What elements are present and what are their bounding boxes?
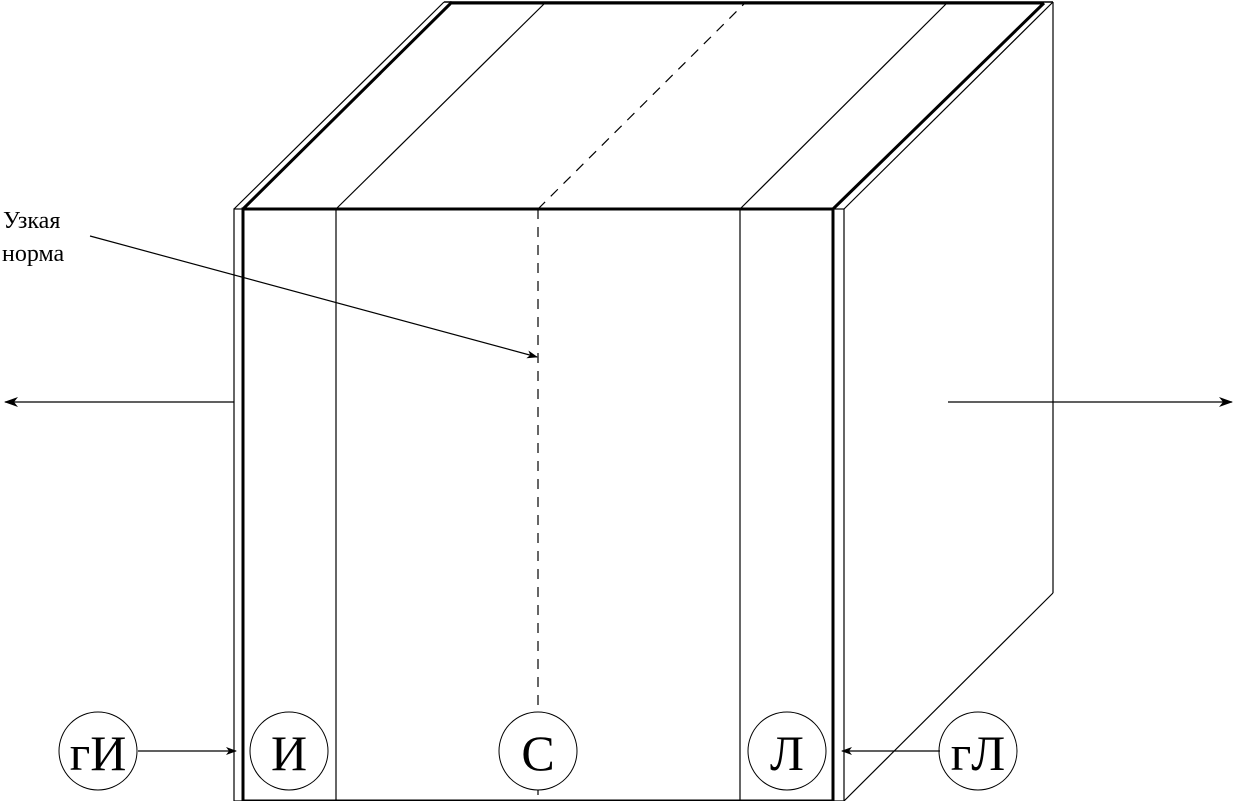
top-edge-right-inner	[831, 1, 1046, 211]
top-divider-i	[335, 1, 547, 210]
top-edge-right-outer	[843, 1, 1054, 210]
annotation-line2: норма	[2, 241, 65, 267]
label-l: Л	[770, 725, 804, 781]
label-i-group: И	[249, 711, 329, 791]
annotation-leader	[89, 235, 538, 359]
label-gl: гЛ	[951, 725, 1005, 781]
label-s-group: С	[498, 711, 578, 791]
right-bottom-edge	[843, 592, 1054, 801]
label-i: И	[271, 725, 307, 781]
label-l-group: Л	[747, 711, 827, 791]
annotation-line1: Узкая	[3, 208, 60, 234]
label-gi: гИ	[70, 725, 127, 781]
top-divider-l	[739, 1, 949, 210]
label-s: С	[521, 725, 554, 781]
top-edge-left-outer	[233, 1, 445, 210]
top-divider-center-dashed	[537, 1, 747, 210]
label-gl-group: гЛ	[938, 711, 1018, 791]
top-edge-left-inner	[241, 0, 454, 211]
label-gi-group: гИ	[58, 711, 138, 791]
